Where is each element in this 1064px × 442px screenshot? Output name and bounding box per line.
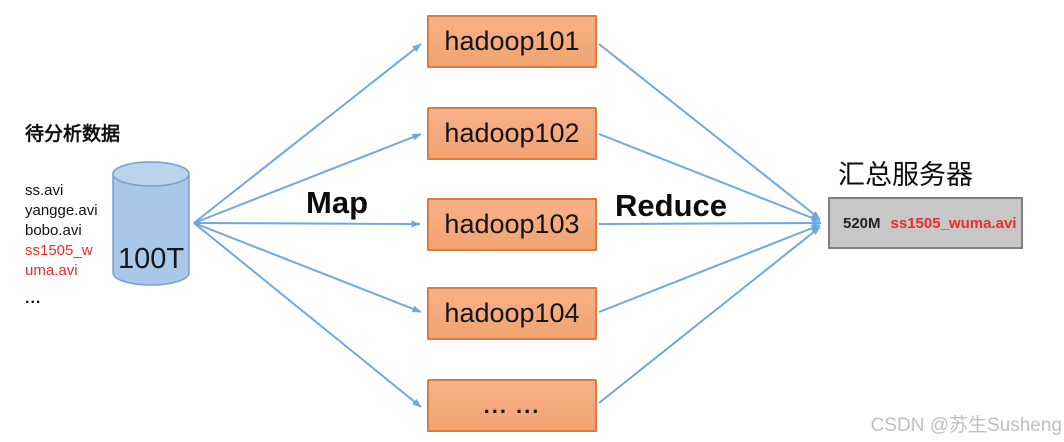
map-arrow-2: [193, 133, 422, 224]
reduce-arrows: [598, 43, 822, 404]
summary-server-title: 汇总服务器: [838, 160, 973, 190]
data-cylinder: [112, 161, 190, 286]
more-files-ellipsis: ...: [25, 290, 42, 307]
reduce-stage-label: Reduce: [615, 188, 727, 223]
source-data-title: 待分析数据: [25, 124, 121, 145]
file-item: yangge.avi: [25, 202, 98, 219]
result-filename: ss1505_wuma.avi: [890, 214, 1017, 232]
reduce-arrow-4: [598, 224, 821, 313]
csdn-watermark: CSDN @苏生Susheng: [870, 415, 1062, 436]
summary-server-box: 520M ss1505_wuma.avi: [828, 197, 1023, 249]
map-arrow-4: [193, 222, 422, 313]
map-arrow-1: [193, 43, 422, 224]
node-hadoop102: hadoop102: [427, 107, 597, 160]
node-more-ellipsis: ... ...: [427, 379, 597, 432]
file-item-highlighted: uma.avi: [25, 262, 78, 279]
result-size: 520M: [843, 214, 881, 232]
source-file-list: ss.avi yangge.avi bobo.avi ss1505_w uma.…: [25, 181, 98, 309]
reduce-arrow-1: [598, 43, 821, 220]
cylinder-size-label: 100T: [117, 243, 185, 275]
file-item-highlighted: ss1505_w: [25, 242, 93, 259]
map-stage-label: Map: [306, 185, 368, 220]
map-arrow-3: [193, 220, 421, 228]
node-hadoop104: hadoop104: [427, 287, 597, 340]
node-hadoop101: hadoop101: [427, 15, 597, 68]
map-arrows: [193, 43, 422, 408]
map-arrow-5: [193, 222, 422, 408]
reduce-arrow-3: [598, 219, 822, 227]
reduce-arrow-5: [598, 226, 821, 404]
file-item: ss.avi: [25, 182, 64, 199]
reduce-arrow-2: [598, 133, 821, 222]
node-hadoop103: hadoop103: [427, 198, 597, 251]
file-item: bobo.avi: [25, 222, 82, 239]
